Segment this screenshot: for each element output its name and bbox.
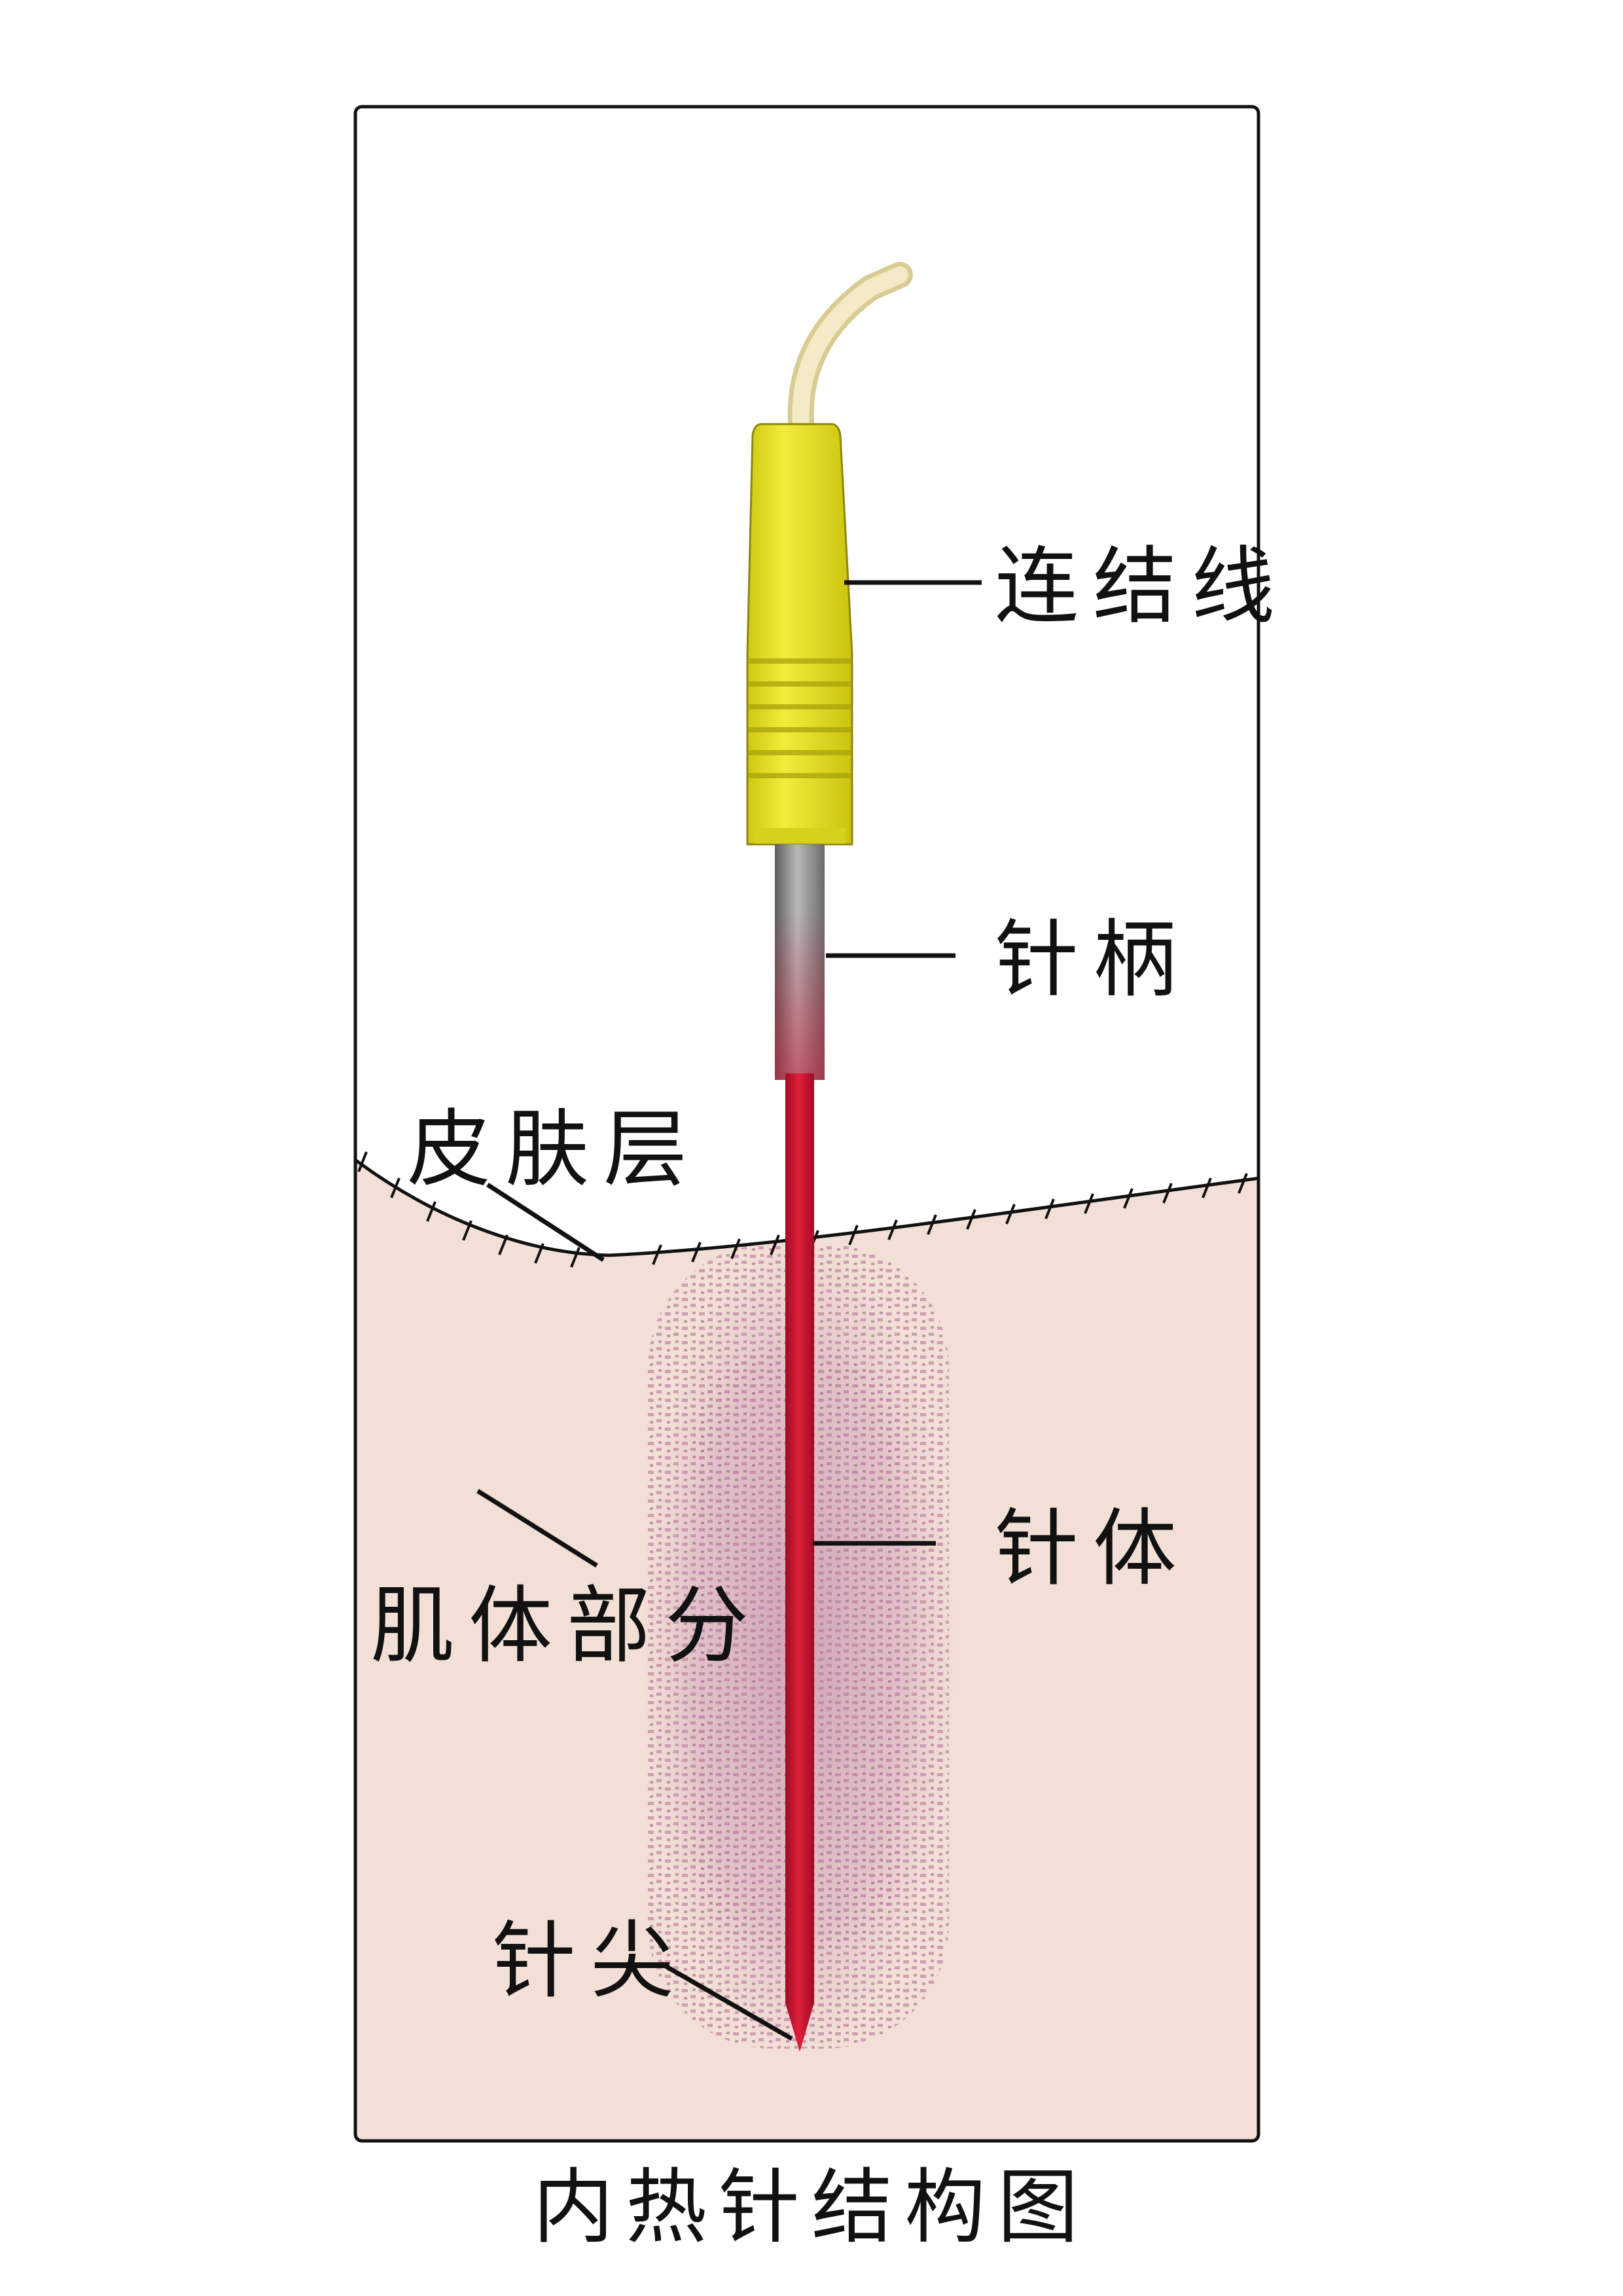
leader-line-skin bbox=[486, 1183, 605, 1262]
diagram-frame-border bbox=[353, 105, 1260, 2143]
label-connecting-wire: 连结线 bbox=[995, 538, 1289, 636]
label-skin-layer: 皮肤层 bbox=[407, 1101, 702, 1198]
leader-line-muscle bbox=[476, 1489, 598, 1568]
leader-line-tip bbox=[660, 1961, 793, 2041]
label-muscle-part: 肌体部分 bbox=[370, 1577, 763, 1675]
needle-body bbox=[785, 1073, 814, 2052]
label-needle-handle: 针柄 bbox=[995, 911, 1191, 1009]
yellow-connector bbox=[746, 423, 853, 846]
label-needle-tip: 针尖 bbox=[492, 1912, 688, 2010]
label-needle-body: 针体 bbox=[995, 1500, 1191, 1598]
needle-handle bbox=[775, 844, 825, 1080]
diagram-caption: 内热针结构图 bbox=[533, 2161, 1090, 2255]
skin-surface-line bbox=[355, 1157, 1258, 1257]
skin-hatch-marks bbox=[357, 1151, 1248, 1268]
